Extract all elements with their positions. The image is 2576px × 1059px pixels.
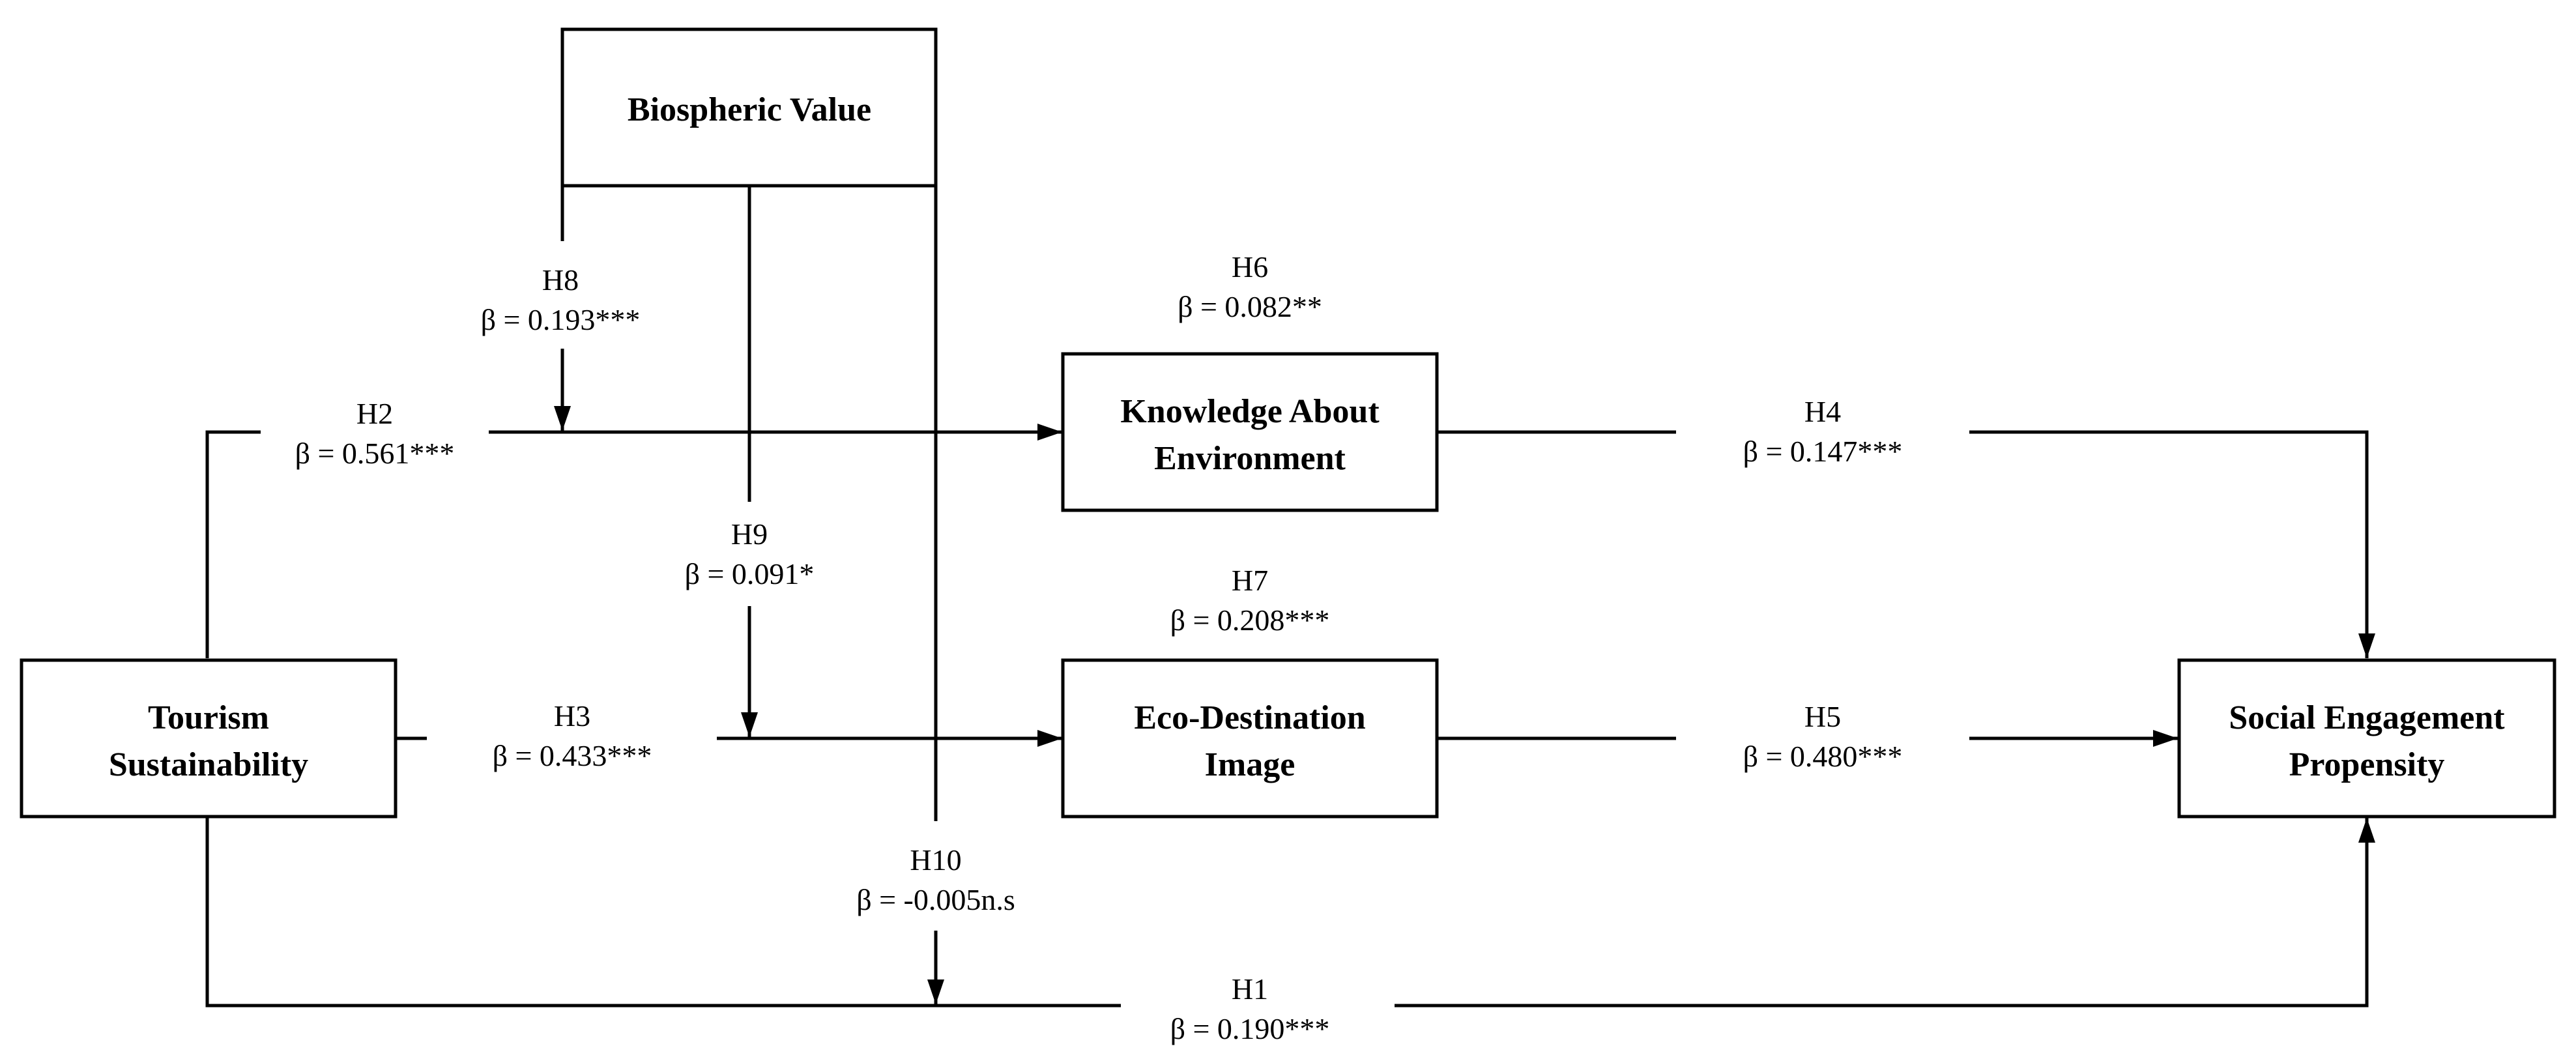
label-h10-beta: β = -0.005n.s [856,883,1015,916]
path-h2-stem [205,430,261,658]
tourism-label-line2: Sustainability [109,746,308,783]
label-h5-hypothesis: H5 [1804,700,1841,733]
label-h9-hypothesis: H9 [731,517,768,551]
eco-destination-image-box: Eco-Destination Image [1061,658,1439,819]
label-h2-hypothesis: H2 [356,397,393,430]
biospheric-value-label: Biospheric Value [628,91,871,128]
eco-destination-label-line2: Image [1205,746,1295,783]
knowledge-label-line2: Environment [1154,440,1346,477]
label-h4-hypothesis: H4 [1804,395,1841,428]
label-h1: H1 β = 0.190*** [1170,972,1330,1045]
label-h9: H9 β = 0.091* [685,517,815,590]
label-h2: H2 β = 0.561*** [295,397,455,470]
label-h3-beta: β = 0.433*** [493,739,652,772]
social-label-line1: Social Engagement [2229,699,2505,736]
path-h4-arrow [1969,430,2375,658]
social-label-line2: Propensity [2289,746,2445,783]
label-h7-beta: β = 0.208*** [1170,603,1330,637]
label-h6-beta: β = 0.082** [1178,290,1322,323]
label-h8: H8 β = 0.193*** [481,263,641,336]
label-h7: H7 β = 0.208*** [1170,564,1330,637]
label-h9-beta: β = 0.091* [685,557,815,590]
label-h1-hypothesis: H1 [1232,972,1268,1006]
path-h1-start [205,818,1121,1008]
label-h3: H3 β = 0.433*** [493,699,652,772]
label-h4-beta: β = 0.147*** [1743,435,1903,468]
label-h3-hypothesis: H3 [554,699,590,733]
label-h2-beta: β = 0.561*** [295,437,455,470]
knowledge-about-environment-box: Knowledge About Environment [1061,352,1439,512]
label-h10: H10 β = -0.005n.s [856,843,1015,916]
label-h8-beta: β = 0.193*** [481,303,641,336]
label-h4: H4 β = 0.147*** [1743,395,1903,468]
knowledge-label-line1: Knowledge About [1120,393,1380,430]
eco-destination-label-line1: Eco-Destination [1134,699,1365,736]
label-h5-beta: β = 0.480*** [1743,740,1903,773]
path-h1-arrow [1395,818,2375,1008]
biospheric-value-box: Biospheric Value [560,27,938,188]
label-h10-hypothesis: H10 [910,843,961,877]
tourism-sustainability-box: Tourism Sustainability [20,658,398,819]
tourism-label-line1: Tourism [148,699,269,736]
label-h5: H5 β = 0.480*** [1743,700,1903,773]
label-h1-beta: β = 0.190*** [1170,1012,1330,1045]
label-h7-hypothesis: H7 [1232,564,1268,597]
label-h6-hypothesis: H6 [1232,250,1268,283]
social-engagement-propensity-box: Social Engagement Propensity [2177,658,2556,819]
label-h6: H6 β = 0.082** [1178,250,1322,323]
label-h8-hypothesis: H8 [542,263,579,297]
